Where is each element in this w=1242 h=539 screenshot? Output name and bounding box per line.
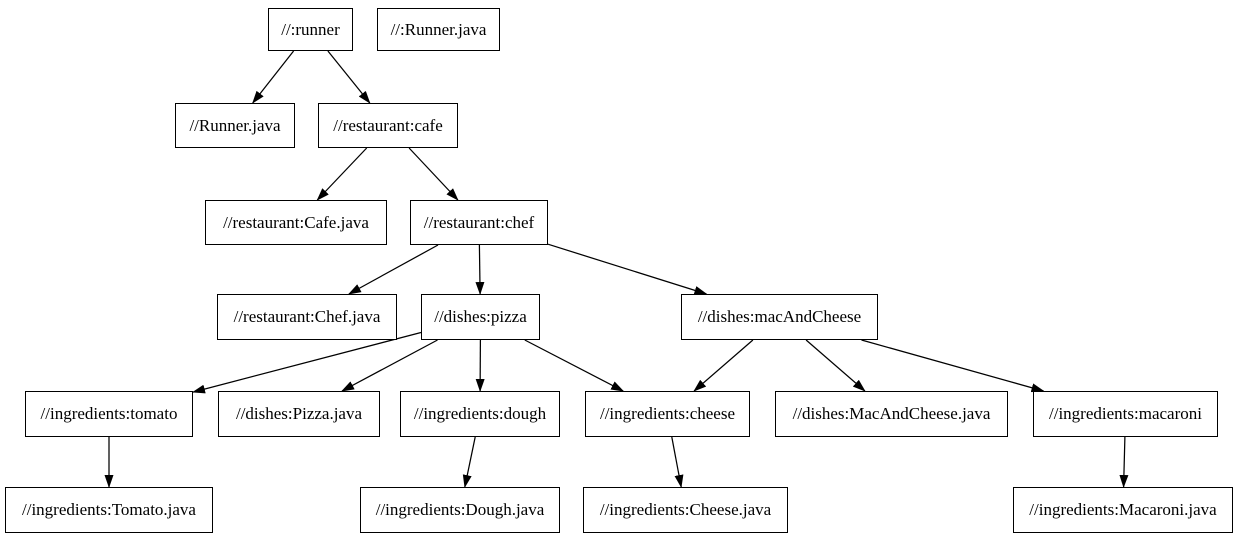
node-label: //dishes:MacAndCheese.java [792, 404, 991, 423]
node-label: //ingredients:Dough.java [375, 500, 545, 519]
node-label: //dishes:macAndCheese [697, 307, 862, 326]
graph-node-mac-and-cheese-java: //dishes:MacAndCheese.java [775, 391, 1008, 437]
edge-macaroni-to-macaroni-java [1119, 436, 1129, 488]
graph-node-runner: //:runner [268, 8, 353, 51]
node-label: //ingredients:Tomato.java [22, 500, 196, 519]
graph-node-tomato-java: //ingredients:Tomato.java [5, 487, 213, 533]
edge-chef-to-pizza [475, 244, 485, 295]
edge-cafe-to-chef [408, 147, 459, 201]
edge-pizza-to-pizza-java [341, 339, 438, 392]
graph-node-dough: //ingredients:dough [400, 391, 560, 437]
node-label: //ingredients:tomato [40, 404, 178, 423]
node-label: //ingredients:Cheese.java [599, 500, 772, 519]
graph-node-tomato: //ingredients:tomato [25, 391, 193, 437]
node-label: //ingredients:dough [413, 404, 547, 423]
graph-node-runner-java: //Runner.java [175, 103, 295, 148]
edge-chef-to-mac-and-cheese [547, 243, 708, 295]
graph-node-cafe: //restaurant:cafe [318, 103, 458, 148]
graph-node-pizza-java: //dishes:Pizza.java [218, 391, 380, 437]
edge-mac-and-cheese-to-cheese [693, 339, 754, 392]
graph-node-cafe-java: //restaurant:Cafe.java [205, 200, 387, 245]
graph-node-pizza: //dishes:pizza [421, 294, 540, 340]
edge-pizza-to-cheese [524, 339, 625, 392]
edge-mac-and-cheese-to-macaroni [861, 339, 1045, 393]
node-label: //ingredients:cheese [599, 404, 735, 423]
node-label: //restaurant:Chef.java [233, 307, 381, 326]
node-label: //ingredients:Macaroni.java [1029, 500, 1217, 519]
edge-runner-to-cafe [327, 50, 371, 104]
graph-node-mac-and-cheese: //dishes:macAndCheese [681, 294, 878, 340]
node-label: //ingredients:macaroni [1049, 404, 1202, 423]
graph-node-root-runner-java: //:Runner.java [377, 8, 500, 51]
edge-chef-to-chef-java [348, 244, 439, 295]
graph-node-macaroni: //ingredients:macaroni [1033, 391, 1218, 437]
node-label: //:Runner.java [390, 19, 487, 39]
node-label: //restaurant:cafe [333, 115, 443, 135]
node-label: //:runner [281, 19, 340, 39]
node-label: //Runner.java [189, 115, 281, 135]
edge-mac-and-cheese-to-mac-and-cheese-java [805, 339, 866, 392]
edge-runner-to-runner-java [252, 50, 295, 104]
graph-node-dough-java: //ingredients:Dough.java [360, 487, 560, 533]
graph-node-chef: //restaurant:chef [410, 200, 548, 245]
edge-pizza-to-tomato [192, 331, 422, 394]
graph-node-cheese: //ingredients:cheese [585, 391, 750, 437]
node-label: //dishes:Pizza.java [235, 404, 363, 423]
edge-cheese-to-cheese-java [671, 436, 684, 488]
edge-group [104, 50, 1129, 488]
graph-node-macaroni-java: //ingredients:Macaroni.java [1013, 487, 1233, 533]
node-label: //dishes:pizza [434, 307, 527, 326]
graph-node-cheese-java: //ingredients:Cheese.java [583, 487, 788, 533]
node-label: //restaurant:chef [423, 212, 535, 232]
edge-cafe-to-cafe-java [316, 147, 368, 201]
graph-node-chef-java: //restaurant:Chef.java [217, 294, 397, 340]
node-label: //restaurant:Cafe.java [223, 212, 369, 232]
edge-dough-to-dough-java [462, 436, 476, 488]
